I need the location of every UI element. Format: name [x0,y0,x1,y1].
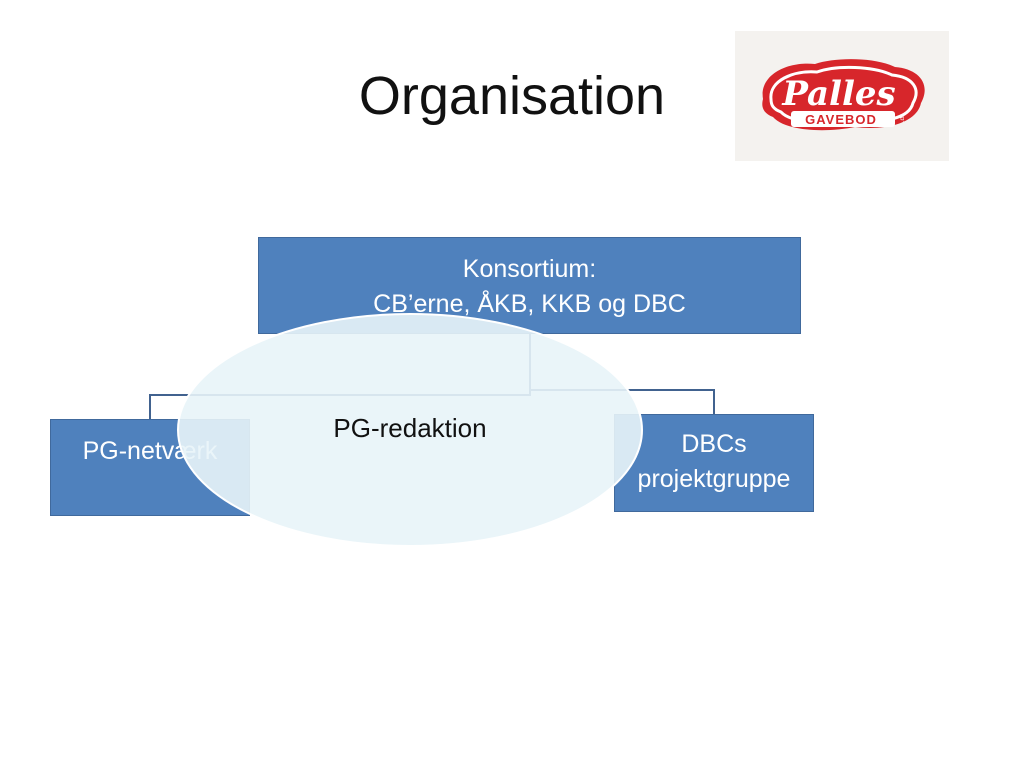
projektgruppe-label: projektgruppe [637,465,791,493]
pg-redaktion-label: PG-redaktion [333,413,487,443]
palles-gavebod-logo: Palles GAVEBOD .dk [735,31,949,161]
logo-suffix-text: .dk [900,113,906,122]
logo-sub-text: GAVEBOD [805,112,877,127]
logo-banner [791,111,895,127]
pg-netvaerk-box: PG-netværk [50,419,250,516]
slide-title: Organisation [358,66,666,126]
connector-to-pg-netvaerk [149,334,531,419]
pg-netvaerk-label: PG-netværk [82,437,218,465]
logo-brand-text: Palles [781,74,895,114]
logo-inner-border [769,65,918,125]
konsortium-members: CB’erne, ÅKB, KKB og DBC [373,290,686,318]
logo-graphic: Palles GAVEBOD .dk [762,59,925,131]
dbcs-projektgruppe-box: DBCs projektgruppe [614,414,814,512]
dbcs-label: DBCs [681,430,747,458]
konsortium-box: Konsortium: CB’erne, ÅKB, KKB og DBC [258,237,801,334]
konsortium-title: Konsortium: [462,255,597,283]
connector-to-dbcs-projektgruppe [529,334,715,414]
